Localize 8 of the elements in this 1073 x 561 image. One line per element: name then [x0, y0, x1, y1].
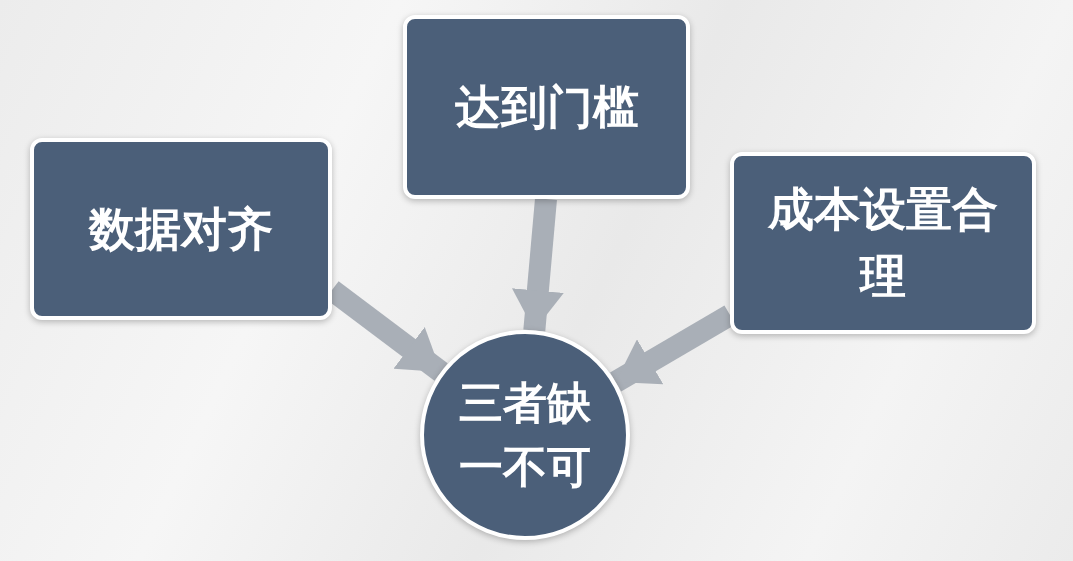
- node-label: 达到门槛: [453, 78, 640, 136]
- node-label: 成本设置合理: [766, 181, 999, 305]
- process-box: [30, 138, 332, 320]
- node-label: 三者缺一不可: [458, 376, 592, 494]
- process-box: [403, 15, 690, 199]
- process-box: [730, 152, 1036, 334]
- arrow: [511, 198, 564, 332]
- node-label: 数据对齐: [87, 200, 274, 258]
